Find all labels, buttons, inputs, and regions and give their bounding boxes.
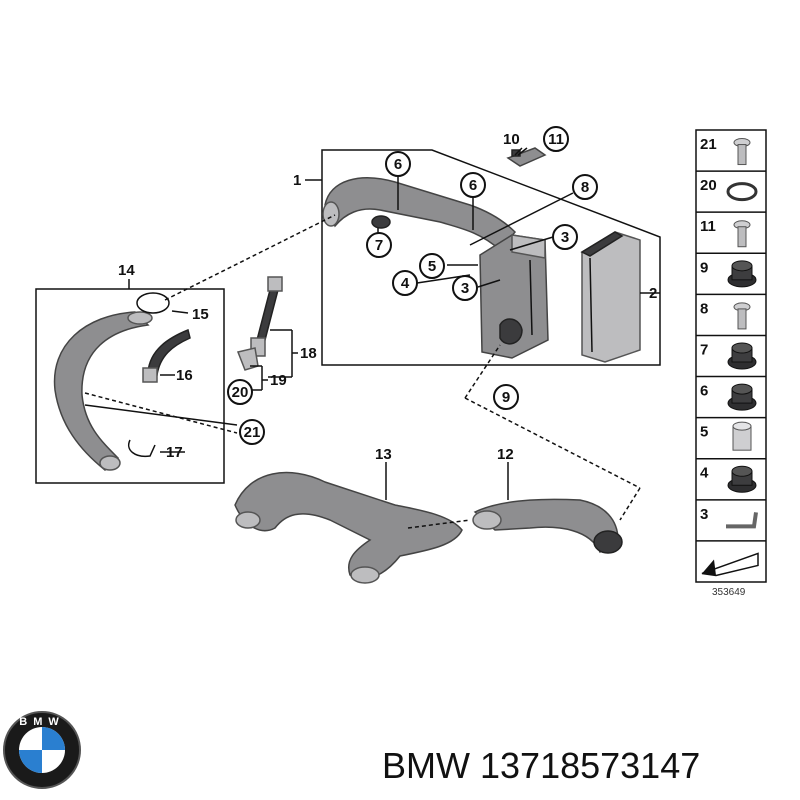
svg-text:7: 7 <box>375 237 383 254</box>
breather-hose <box>250 276 283 357</box>
callout-6a: 6 <box>385 151 411 177</box>
svg-text:9: 9 <box>502 389 510 406</box>
legend-number: 20 <box>700 177 717 194</box>
connector-line <box>464 397 641 489</box>
svg-text:5: 5 <box>428 258 436 275</box>
duct-12 <box>472 498 623 554</box>
callout-11: 11 <box>543 126 569 152</box>
curved-duct <box>53 311 153 471</box>
logo-lettering: BMW <box>19 716 65 728</box>
label-18: 18 <box>300 345 317 362</box>
svg-text:20: 20 <box>232 384 249 401</box>
fastener-legend: 21 20 11 9 8 7 6 5 4 3 <box>695 129 767 583</box>
caption-brand: BMW <box>382 745 470 786</box>
rubber-grommet-icon <box>727 260 757 288</box>
legend-number: 4 <box>700 465 709 482</box>
svg-text:4: 4 <box>401 275 410 292</box>
callout-20: 20 <box>227 379 253 405</box>
legend-number: 21 <box>700 136 717 153</box>
air-filter-housing <box>479 234 549 359</box>
duct-frame <box>35 279 225 484</box>
label-15: 15 <box>192 306 209 323</box>
legend-number: 6 <box>700 383 708 400</box>
legend-number: 9 <box>700 259 708 276</box>
legend-number: 11 <box>700 218 716 235</box>
legend-number: 7 <box>700 341 708 358</box>
callout-6b: 6 <box>460 172 486 198</box>
svg-text:3: 3 <box>561 229 569 246</box>
o-ring <box>136 292 170 314</box>
label-10: 10 <box>503 131 520 148</box>
bmw-logo: BMW <box>3 711 81 789</box>
connector-line <box>84 392 238 434</box>
label-16: 16 <box>176 367 193 384</box>
callout-8: 8 <box>572 174 598 200</box>
clip-icon <box>726 512 758 529</box>
arrow-icon <box>701 552 759 577</box>
svg-text:6: 6 <box>469 177 477 194</box>
legend-number: 3 <box>700 506 708 523</box>
callout-4: 4 <box>392 270 418 296</box>
sleeve-icon <box>732 421 752 451</box>
callout-7: 7 <box>366 232 392 258</box>
connector-line <box>164 214 336 301</box>
image-number: 353649 <box>712 587 746 598</box>
assembly-frame <box>305 149 661 366</box>
callout-5: 5 <box>419 253 445 279</box>
caption-part-number: 13718573147 <box>480 745 700 786</box>
bolt-icon <box>733 302 751 330</box>
screw-icon <box>733 138 751 166</box>
o-ring-icon <box>726 182 758 202</box>
sensor-part <box>506 147 547 167</box>
svg-text:11: 11 <box>548 131 564 148</box>
label-19: 19 <box>270 372 287 389</box>
duct-13 <box>234 471 463 584</box>
svg-text:21: 21 <box>244 424 261 441</box>
callout-3a: 3 <box>552 224 578 250</box>
label-2: 2 <box>649 285 657 302</box>
svg-text:6: 6 <box>394 156 402 173</box>
callout-9: 9 <box>493 384 519 410</box>
connector-line <box>407 519 471 529</box>
rubber-grommet-icon <box>727 383 757 411</box>
rubber-grommet-icon <box>727 342 757 370</box>
callout-21: 21 <box>239 419 265 445</box>
svg-text:3: 3 <box>461 280 469 297</box>
label-12: 12 <box>497 446 514 463</box>
legend-number: 5 <box>700 424 708 441</box>
connector-line <box>619 487 641 521</box>
label-17: 17 <box>166 444 183 461</box>
vent-hose <box>142 328 191 383</box>
filter-element <box>580 231 641 363</box>
clip-part <box>128 439 156 458</box>
screw-icon <box>733 220 751 248</box>
intake-pipe <box>322 177 517 252</box>
legend-number: 8 <box>700 300 708 317</box>
label-13: 13 <box>375 446 392 463</box>
rubber-grommet-icon <box>727 465 757 493</box>
label-1: 1 <box>293 172 301 189</box>
connector-line <box>464 344 501 399</box>
svg-text:8: 8 <box>581 179 589 196</box>
label-14: 14 <box>118 262 135 279</box>
callout-3b: 3 <box>452 275 478 301</box>
